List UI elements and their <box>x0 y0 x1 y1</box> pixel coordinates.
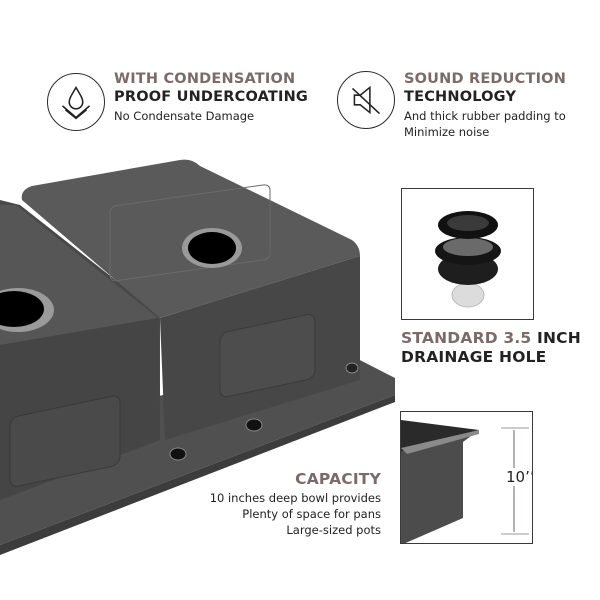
sound-title-line2: TECHNOLOGY <box>404 89 517 105</box>
strainer-basket-image <box>401 188 534 320</box>
capacity-description-line3: Large-sized pots <box>286 523 381 537</box>
sound-description-line2: Minimize noise <box>404 125 490 139</box>
sound-title-line1: SOUND REDUCTION <box>404 71 567 87</box>
capacity-description-line1: 10 inches deep bowl provides <box>209 491 381 505</box>
condensation-title-line2: PROOF UNDERCOATING <box>114 89 309 105</box>
depth-label: 10’’ <box>505 468 532 486</box>
drain-title-dark: INCH <box>531 329 581 347</box>
capacity-title: CAPACITY <box>295 470 381 488</box>
drain-title-accent: STANDARD 3.5 <box>401 329 532 347</box>
speaker-muted-icon <box>337 71 395 129</box>
condensation-title-line1: WITH CONDENSATION <box>114 71 296 87</box>
water-drop-hands-icon <box>47 73 105 131</box>
sound-description-line1: And thick rubber padding to <box>404 109 566 123</box>
condensation-description: No Condensate Damage <box>114 109 255 123</box>
drain-title-line2: DRAINAGE HOLE <box>401 348 547 366</box>
bowl-depth-image: 10’’ <box>400 411 533 544</box>
capacity-description-line2: Plenty of space for pans <box>242 507 381 521</box>
drain-title: STANDARD 3.5 INCH <box>401 329 581 348</box>
